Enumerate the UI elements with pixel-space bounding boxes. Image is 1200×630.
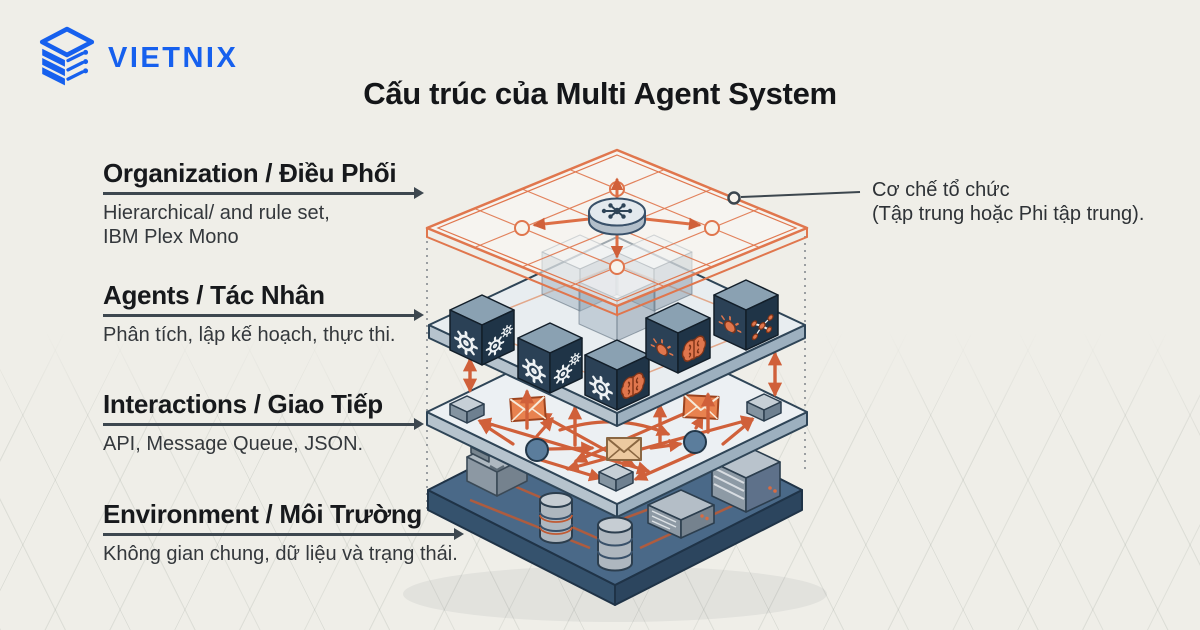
layer-label-environment: Environment / Môi Trường Không gian chun… xyxy=(103,499,464,566)
server-icon xyxy=(647,489,715,539)
agent-cube xyxy=(449,294,515,366)
layer-arrow xyxy=(103,529,464,539)
envelope-icon xyxy=(606,437,642,461)
layer-caption: IBM Plex Mono xyxy=(103,225,239,248)
organization-annotation: Cơ chế tổ chức (Tập trung hoặc Phi tập t… xyxy=(872,178,1144,226)
organization-layer xyxy=(425,148,809,317)
brand: VIETNIX xyxy=(36,26,238,90)
layer-label-interactions: Interactions / Giao Tiếp API, Message Qu… xyxy=(103,389,424,456)
layer-heading: Organization / Điều Phối xyxy=(103,158,397,188)
envelope-icon xyxy=(682,394,720,420)
vietnix-logo-icon xyxy=(39,26,95,86)
agents-layer xyxy=(428,234,806,427)
layer-caption: Phân tích, lập kế hoạch, thực thi. xyxy=(103,323,396,346)
annotation-line: (Tập trung hoặc Phi tập trung). xyxy=(872,203,1145,225)
layer-label-agents: Agents / Tác Nhân Phân tích, lập kế hoạc… xyxy=(103,280,424,347)
layer-arrow xyxy=(103,419,424,429)
layer-caption: Không gian chung, dữ liệu và trạng thái. xyxy=(103,542,458,565)
annotation-connector xyxy=(727,191,861,205)
agent-cube xyxy=(713,279,779,351)
layer-label-organization: Organization / Điều Phối Hierarchical/ a… xyxy=(103,158,424,249)
layer-heading: Interactions / Giao Tiếp xyxy=(103,389,383,419)
agent-cube xyxy=(645,302,711,374)
node-icon xyxy=(683,430,707,454)
layer-caption: API, Message Queue, JSON. xyxy=(103,432,364,455)
agent-cube xyxy=(584,339,650,411)
agent-cube xyxy=(517,322,583,394)
brand-name: VIETNIX xyxy=(108,41,239,74)
page-title: Cấu trúc của Multi Agent System xyxy=(363,76,837,111)
layer-heading: Environment / Môi Trường xyxy=(103,499,423,529)
layer-heading: Agents / Tác Nhân xyxy=(103,280,325,310)
database-icon xyxy=(597,516,633,572)
layer-arrow xyxy=(103,188,424,198)
layer-arrow xyxy=(103,310,424,320)
guide-lines xyxy=(426,234,806,512)
interlayer-arrows xyxy=(462,351,783,447)
annotation-line: Cơ chế tổ chức xyxy=(872,179,1010,201)
layer-caption: Hierarchical/ and rule set, xyxy=(103,201,330,224)
coordinator-hub-icon xyxy=(588,197,646,236)
hub-arrows xyxy=(532,177,702,259)
database-icon xyxy=(539,492,573,544)
node-icon xyxy=(525,438,549,462)
